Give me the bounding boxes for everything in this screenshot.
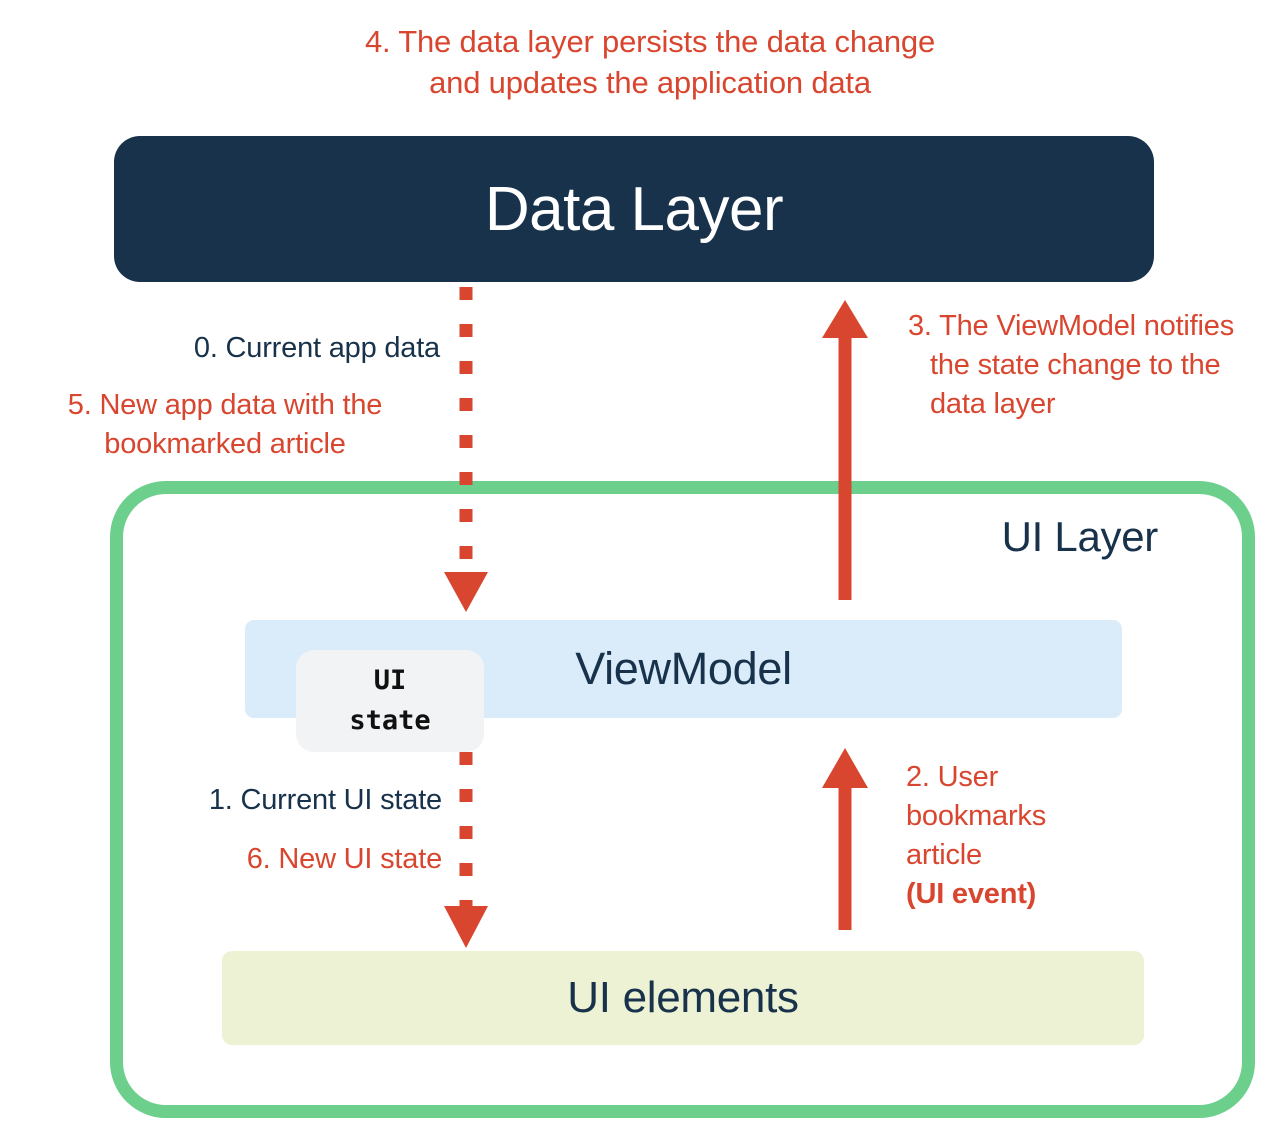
callout-step-2-line-3: article [906,838,982,871]
ui-state-chip-line-2: state [349,705,431,736]
ui-state-chip: UI state [296,650,484,752]
callout-step-2: 2. User bookmarks article (UI event) [906,758,1178,913]
data-layer-box: Data Layer [114,136,1154,282]
viewmodel-label: ViewModel [575,643,792,694]
callout-step-3: 3. The ViewModel notifies the state chan… [908,310,1235,420]
viewmodel-box: ViewModel [245,620,1122,718]
ui-elements-label: UI elements [567,973,799,1022]
callout-step-5-line-2: bookmarked article [104,427,346,460]
callout-step-0: 0. Current app data [193,332,440,364]
ui-state-chip-line-1: UI [373,664,407,696]
ui-layer-label: UI Layer [1001,513,1159,560]
top-caption-line-2: and updates the application data [429,64,871,100]
callout-step-2-line-2: bookmarks [906,799,1047,832]
callout-step-6: 6. New UI state [246,843,442,875]
callout-step-2-ui-event: (UI event) [906,877,1037,910]
callout-step-5: 5. New app data with the bookmarked arti… [10,386,440,464]
callout-step-2-line-1: 2. User [906,761,999,793]
ui-elements-box: UI elements [222,951,1144,1045]
data-layer-label: Data Layer [484,174,784,244]
ui-layer-container [110,481,1255,1118]
top-caption-line-1: 4. The data layer persists the data chan… [364,24,936,59]
callout-step-5-line-1: 5. New app data with the [67,389,383,421]
top-caption: 4. The data layer persists the data chan… [250,22,1050,104]
callout-step-1: 1. Current UI state [208,784,442,816]
